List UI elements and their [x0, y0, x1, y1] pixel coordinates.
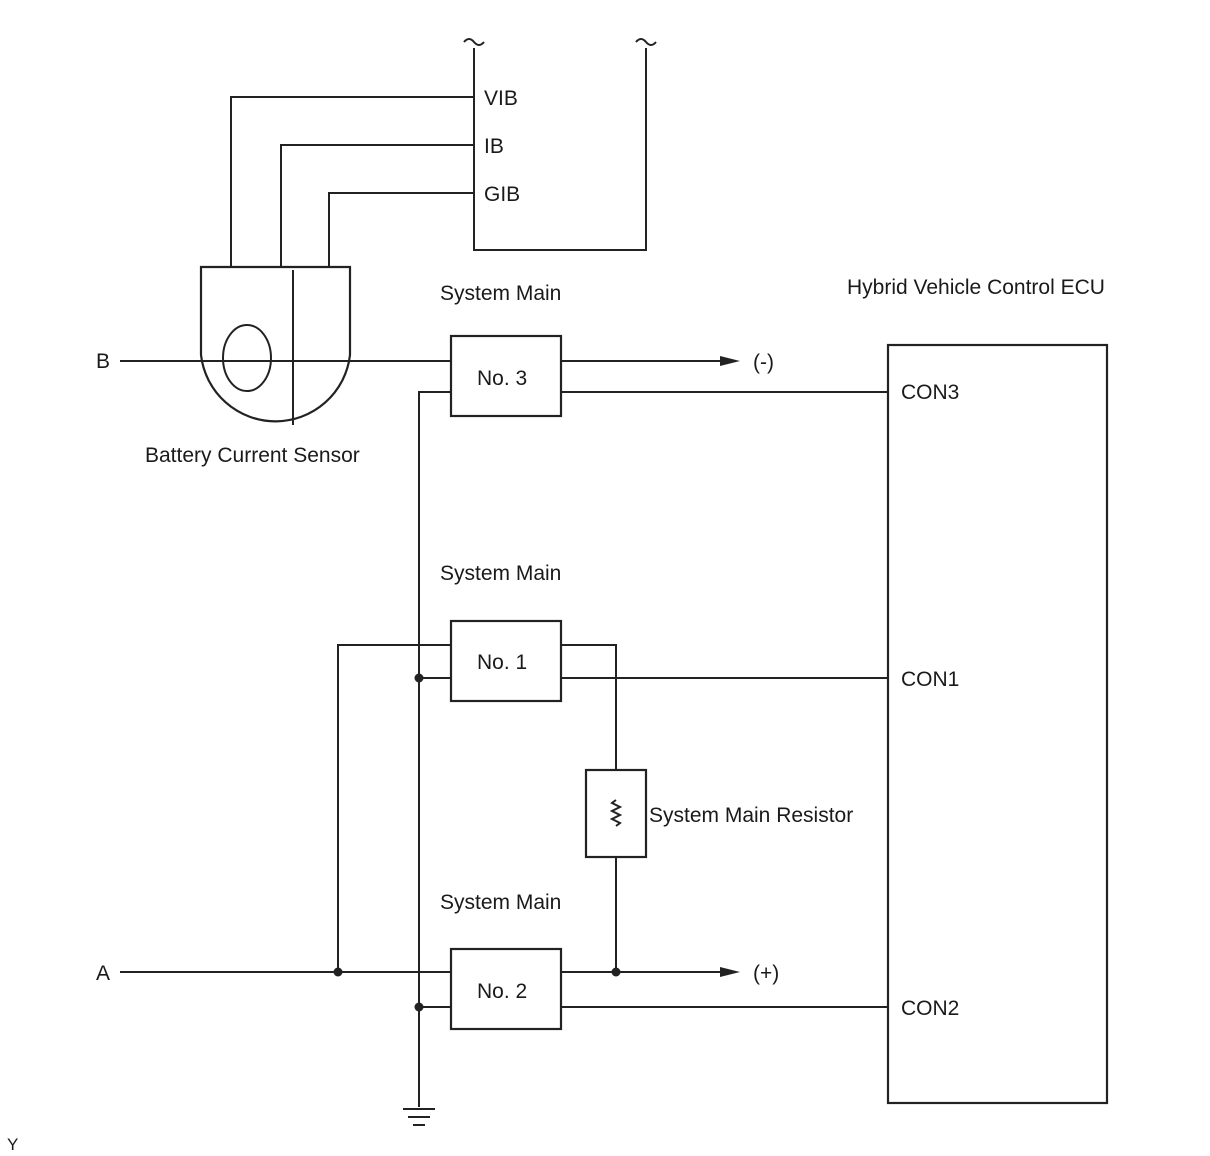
sensor-connector-frame — [463, 38, 657, 251]
relay-no2 — [449, 947, 563, 1031]
relay-no2-heading: System Main — [440, 891, 561, 914]
relay-no2-label: No. 2 — [477, 980, 527, 1003]
relay-no1-heading: System Main — [440, 562, 561, 585]
wire-ib — [280, 144, 474, 268]
ground-icon — [403, 1108, 435, 1126]
battery-current-sensor — [199, 265, 352, 425]
ecu-pin-con2: CON2 — [901, 997, 959, 1020]
pin-gib-label: GIB — [484, 183, 520, 206]
relay-no3-heading: System Main — [440, 282, 561, 305]
junction-dot — [414, 1002, 424, 1012]
arrow-positive-icon — [720, 967, 740, 977]
relay-no1 — [449, 619, 563, 703]
wire-gib — [328, 192, 474, 268]
ecu-pin-con3: CON3 — [901, 381, 959, 404]
pin-vib-label: VIB — [484, 87, 518, 110]
wire-vib — [230, 96, 474, 268]
ecu-pin-con1: CON1 — [901, 668, 959, 691]
ecu-title: Hybrid Vehicle Control ECU — [847, 276, 1105, 299]
pin-ib-label: IB — [484, 135, 504, 158]
ecu-box — [886, 343, 1109, 1105]
resistor-label: System Main Resistor — [649, 804, 853, 827]
wire-ground-bus — [418, 391, 451, 1107]
junction-dot — [414, 673, 424, 683]
relay-no3 — [449, 334, 563, 418]
relay-no3-label: No. 3 — [477, 367, 527, 390]
resistor-icon — [609, 799, 623, 827]
terminal-negative-label: (-) — [753, 351, 774, 374]
terminal-a-label: A — [96, 962, 110, 985]
terminal-positive-label: (+) — [753, 962, 779, 985]
wire-a-to-no1 — [337, 644, 451, 972]
junction-dot — [333, 967, 343, 977]
arrow-negative-icon — [720, 356, 740, 366]
sensor-label: Battery Current Sensor — [145, 444, 360, 467]
relay-no1-label: No. 1 — [477, 651, 527, 674]
wire-no1-to-resistor — [561, 644, 617, 770]
junction-dot — [611, 967, 621, 977]
footer-code: Y — [7, 1135, 18, 1154]
terminal-b-label: B — [96, 350, 110, 373]
